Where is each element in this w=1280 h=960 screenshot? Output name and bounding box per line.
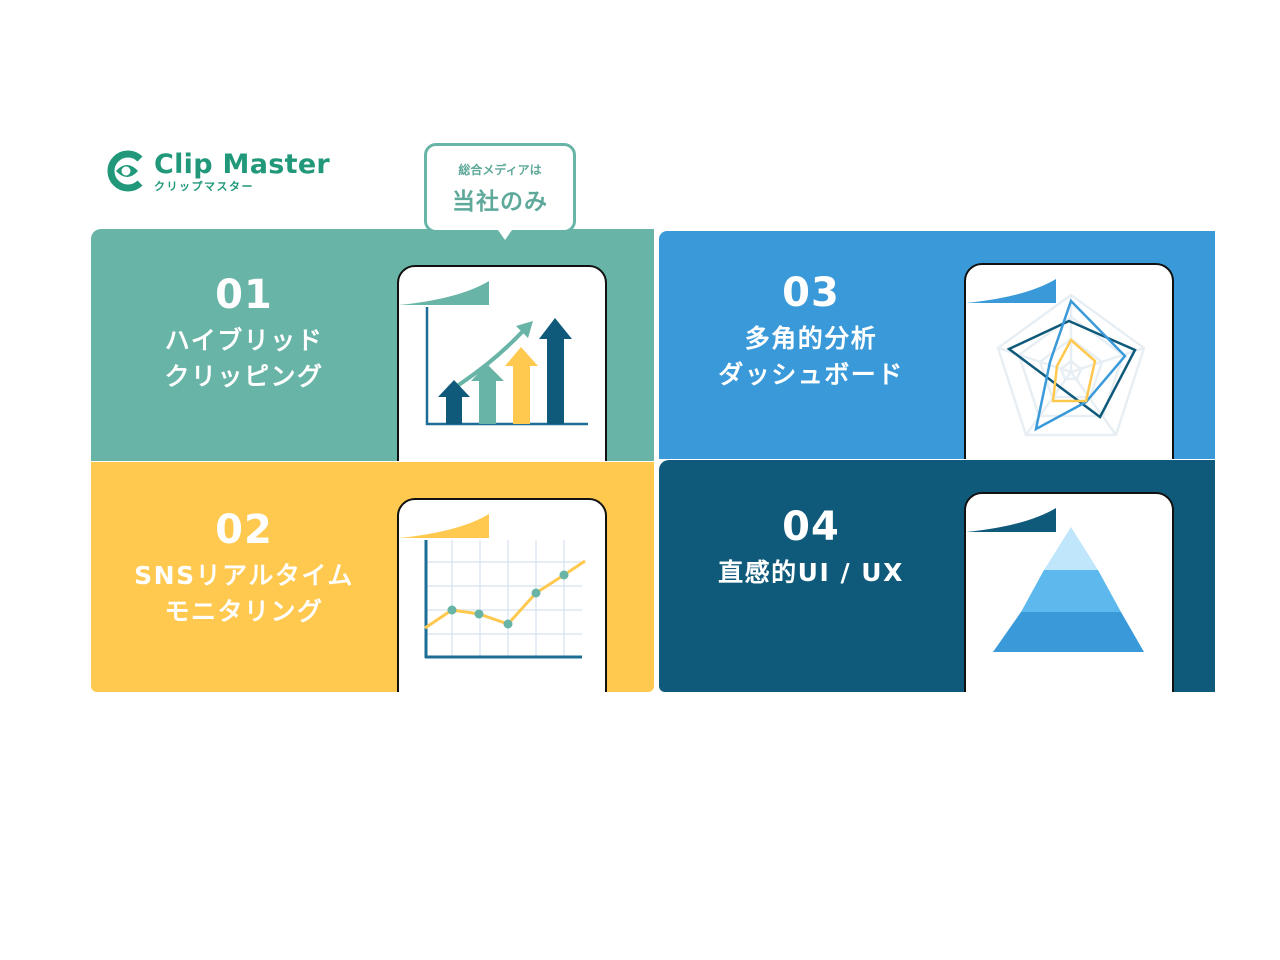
page-curl-decoration <box>966 279 1056 303</box>
callout-bubble: 総合メディアは 当社のみ <box>424 143 576 246</box>
illustration-frame <box>397 265 607 461</box>
feature-number: 01 <box>215 272 273 318</box>
feature-title-line2: モニタリング <box>164 597 324 626</box>
feature-title-line1: SNSリアルタイム <box>134 561 354 590</box>
feature-card-sns-monitoring: 02 SNSリアルタイム モニタリング <box>91 462 654 692</box>
feature-number: 02 <box>215 507 273 553</box>
feature-title-line1: 多角的分析 <box>744 324 878 353</box>
feature-title-line2: ダッシュボード <box>718 360 904 389</box>
page-curl-decoration <box>399 281 489 305</box>
feature-number: 04 <box>782 504 840 550</box>
page-curl-decoration <box>399 514 489 538</box>
feature-card-analysis-dashboard: 03 多角的分析 ダッシュボード <box>659 231 1215 459</box>
brand-kana: クリップマスター <box>154 179 254 193</box>
callout-title: 当社のみ <box>452 188 548 215</box>
radar-chart-icon <box>996 293 1146 437</box>
illustration-frame <box>397 498 607 692</box>
illustration-frame <box>964 492 1174 692</box>
brand-name: Clip Master <box>154 148 331 180</box>
feature-number: 03 <box>782 270 840 316</box>
growth-bar-arrows-icon <box>425 307 588 426</box>
feature-card-intuitive-ux: 04 直感的UI / UX <box>659 460 1215 692</box>
clip-eye-logo-icon <box>106 150 148 192</box>
callout-subtitle: 総合メディアは <box>458 162 542 177</box>
pyramid-icon <box>993 527 1144 652</box>
page-curl-decoration <box>966 508 1056 532</box>
feature-title-line1: 直感的UI / UX <box>718 558 904 587</box>
brand-logo: Clip Master クリップマスター <box>106 148 330 194</box>
illustration-frame <box>964 263 1174 459</box>
feature-title-line2: クリッピング <box>164 362 324 391</box>
feature-card-hybrid-clipping: 01 ハイブリッド クリッピング <box>91 229 654 461</box>
line-chart-icon <box>424 540 586 659</box>
feature-title-line1: ハイブリッド <box>164 326 324 355</box>
